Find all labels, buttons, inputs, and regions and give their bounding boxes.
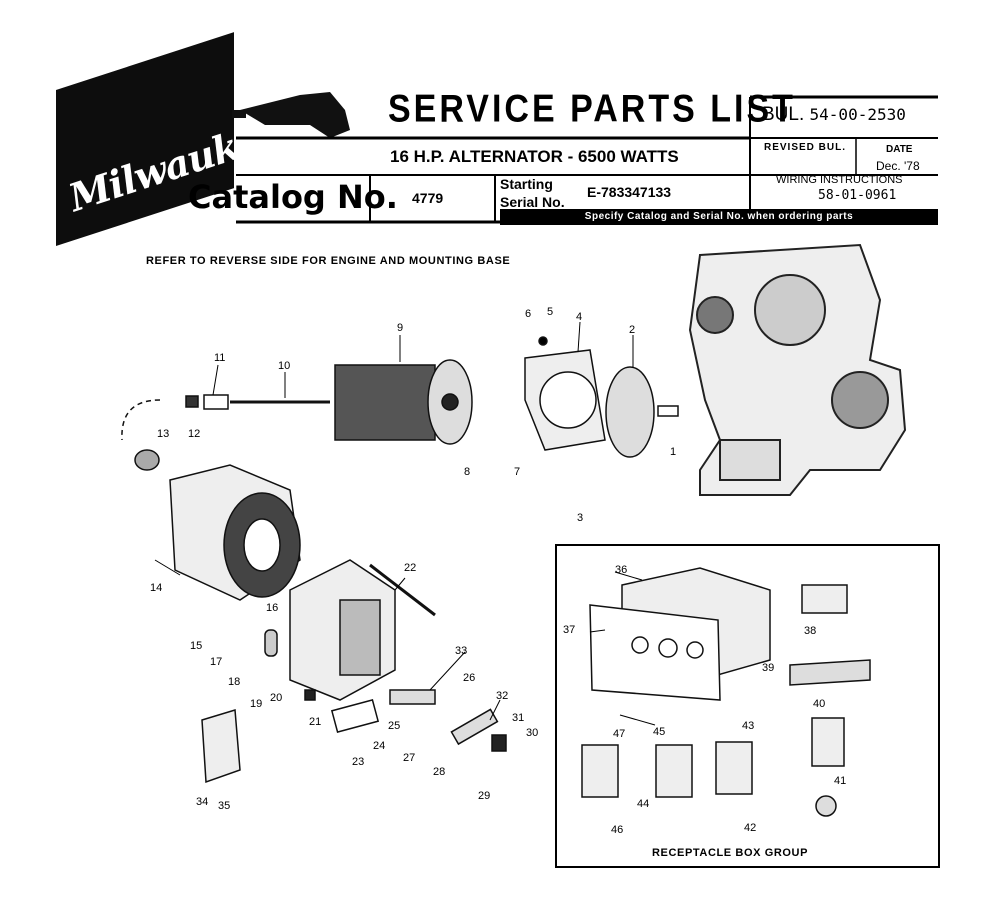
callout-21: 21: [309, 716, 322, 728]
drill-icon: [232, 92, 350, 138]
callout-45: 45: [653, 726, 666, 738]
callout-25: 25: [388, 720, 401, 732]
wiring-number: 58-01-0961: [818, 188, 897, 203]
serial-number: E-783347133: [587, 184, 672, 200]
callout-36: 36: [615, 564, 628, 576]
serial-label-line1: Starting: [500, 176, 553, 192]
callout-17: 17: [210, 656, 223, 668]
receptacle-group-label: RECEPTACLE BOX GROUP: [652, 847, 809, 859]
bul-label: BUL.: [762, 104, 805, 125]
callout-28: 28: [433, 766, 446, 778]
catalog-number: 4779: [412, 190, 444, 206]
callout-14: 14: [150, 582, 163, 594]
bearing-housing: [605, 366, 679, 458]
callout-23: 23: [352, 756, 365, 768]
callout-13: 13: [157, 428, 170, 440]
end-frame: [289, 559, 436, 701]
callout-10: 10: [278, 360, 291, 372]
callout-40: 40: [813, 698, 826, 710]
callout-2: 2: [629, 324, 636, 336]
callout-32: 32: [496, 690, 509, 702]
receptacle-box-parts: [581, 567, 871, 817]
adapter-plate: [524, 336, 606, 451]
callout-43: 43: [742, 720, 755, 732]
callout-16: 16: [266, 602, 279, 614]
callout-19: 19: [250, 698, 263, 710]
callout-34: 34: [196, 796, 209, 808]
page-title: SERVICE PARTS LIST: [388, 87, 796, 131]
callout-47: 47: [613, 728, 626, 740]
catalog-label: Catalog No.: [188, 178, 398, 216]
reverse-side-note: REFER TO REVERSE SIDE FOR ENGINE AND MOU…: [146, 255, 511, 267]
callout-42: 42: [744, 822, 757, 834]
callout-31: 31: [512, 712, 525, 724]
callout-37: 37: [563, 624, 576, 636]
callout-18: 18: [228, 676, 241, 688]
callout-27: 27: [403, 752, 416, 764]
callout-44: 44: [637, 798, 650, 810]
bulletin: BUL. 54-00-2530: [762, 104, 906, 126]
callout-6: 6: [525, 308, 532, 320]
callout-41: 41: [834, 775, 847, 787]
small-parts: [201, 629, 507, 784]
serial-label-line2: Serial No.: [500, 194, 565, 210]
leader-lines: [154, 321, 656, 726]
callout-38: 38: [804, 625, 817, 637]
callout-4: 4: [576, 311, 583, 323]
callout-7: 7: [514, 466, 521, 478]
date-value: Dec. '78: [876, 159, 920, 173]
callout-24: 24: [373, 740, 386, 752]
callout-22: 22: [404, 562, 417, 574]
callout-39: 39: [762, 662, 775, 674]
receptacle-box-frame: [555, 544, 940, 868]
date-label: DATE: [886, 144, 913, 155]
callout-15: 15: [190, 640, 203, 652]
callout-30: 30: [526, 727, 539, 739]
callout-33: 33: [455, 645, 468, 657]
callout-46: 46: [611, 824, 624, 836]
callout-1: 1: [670, 446, 677, 458]
callout-20: 20: [270, 692, 283, 704]
stator-part: [169, 464, 301, 601]
callout-9: 9: [397, 322, 404, 334]
specify-note: Specify Catalog and Serial No. when orde…: [500, 209, 938, 225]
callout-8: 8: [464, 466, 471, 478]
revised-bul-label: REVISED BUL.: [764, 142, 847, 153]
bul-number: 54-00-2530: [809, 105, 906, 124]
callout-29: 29: [478, 790, 491, 802]
callout-26: 26: [463, 672, 476, 684]
callout-3: 3: [577, 512, 584, 524]
wiring-label: WIRING INSTRUCTIONS: [776, 174, 903, 186]
engine-illustration: [688, 243, 907, 496]
callout-12: 12: [188, 428, 201, 440]
product-subtitle: 16 H.P. ALTERNATOR - 6500 WATTS: [390, 147, 679, 166]
rotor-part: [121, 359, 473, 471]
callout-11: 11: [214, 352, 226, 364]
callout-35: 35: [218, 800, 231, 812]
callout-5: 5: [547, 306, 554, 318]
header-lines: [236, 95, 938, 224]
